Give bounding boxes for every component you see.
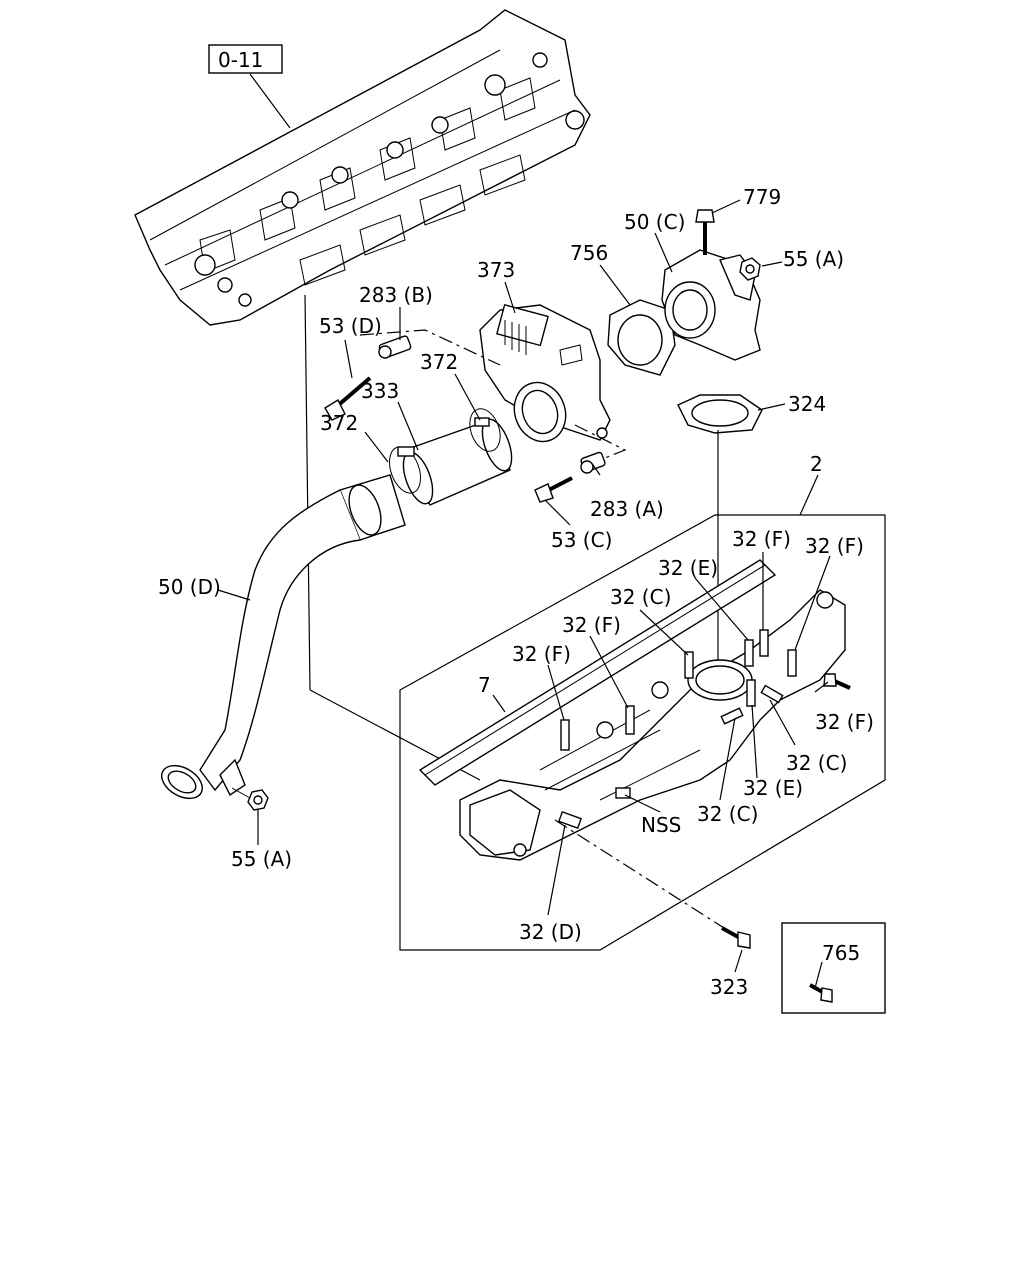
label-372-left[interactable]: 372 [320, 411, 358, 435]
nut-link [231, 787, 251, 799]
cylinder-head [134, 9, 591, 326]
assembly-boundary-2 [399, 514, 886, 951]
bolt-53d[interactable] [324, 376, 372, 421]
label-283a[interactable]: 283 (A) [590, 497, 664, 521]
label-53d[interactable]: 53 (D) [319, 314, 382, 338]
label-283b[interactable]: 283 (B) [359, 283, 433, 307]
guide-323 [554, 819, 736, 936]
clamp-372-left[interactable] [384, 443, 427, 498]
guide-283b [359, 329, 501, 366]
bolt-32e-a[interactable] [744, 639, 754, 667]
bolt-32f-e[interactable] [823, 673, 851, 690]
bolt-32d[interactable] [557, 810, 583, 830]
label-2[interactable]: 2 [810, 452, 823, 476]
bolt-32c-c[interactable] [720, 707, 744, 725]
nss-part[interactable] [615, 787, 631, 799]
label-50c[interactable]: 50 (C) [624, 210, 685, 234]
label-32e-1[interactable]: 32 (E) [658, 556, 718, 580]
label-55a-top[interactable]: 55 (A) [783, 247, 844, 271]
bolt-779[interactable] [695, 209, 715, 255]
bolt-32c-a[interactable] [684, 651, 694, 679]
svg-text:0-11: 0-11 [218, 48, 263, 72]
label-324[interactable]: 324 [788, 392, 826, 416]
reference-box-0-11[interactable]: 0-11 [208, 44, 283, 74]
label-765[interactable]: 765 [822, 941, 860, 965]
label-53c[interactable]: 53 (C) [551, 528, 612, 552]
label-32f-4[interactable]: 32 (F) [512, 642, 571, 666]
label-55a-bottom[interactable]: 55 (A) [231, 847, 292, 871]
bolt-32f-d[interactable] [787, 649, 797, 677]
guide-283a [574, 424, 627, 461]
label-779[interactable]: 779 [743, 185, 781, 209]
label-50d[interactable]: 50 (D) [158, 575, 221, 599]
hose-333[interactable] [397, 416, 517, 508]
clamp-372-top[interactable] [464, 405, 505, 456]
bolt-32f-c[interactable] [759, 629, 769, 657]
label-32e-2[interactable]: 32 (E) [743, 776, 803, 800]
label-32d[interactable]: 32 (D) [519, 920, 582, 944]
bolt-283a[interactable] [580, 451, 606, 474]
label-756[interactable]: 756 [570, 241, 608, 265]
label-32c-2[interactable]: 32 (C) [786, 751, 847, 775]
gasket-324[interactable] [677, 394, 763, 434]
label-32f-5[interactable]: 32 (F) [815, 710, 874, 734]
bolt-32e-b[interactable] [746, 679, 756, 707]
label-nss[interactable]: NSS [641, 813, 681, 837]
throttle-body[interactable] [479, 303, 611, 449]
label-333[interactable]: 333 [361, 379, 399, 403]
label-32f-3[interactable]: 32 (F) [562, 613, 621, 637]
leader-lines [217, 199, 831, 989]
label-32f-1[interactable]: 32 (F) [732, 527, 791, 551]
intake-pipe-50d[interactable] [156, 474, 406, 805]
nut-55a-bottom[interactable] [247, 789, 269, 811]
label-32f-2[interactable]: 32 (F) [805, 534, 864, 558]
label-32c-1[interactable]: 32 (C) [610, 585, 671, 609]
label-372-top[interactable]: 372 [420, 350, 458, 374]
nut-55a-top[interactable] [739, 257, 761, 281]
connector-50c[interactable] [661, 249, 761, 361]
bolt-32c-b[interactable] [760, 684, 784, 704]
label-7[interactable]: 7 [478, 673, 491, 697]
bolt-765-box[interactable] [781, 922, 886, 1014]
label-323[interactable]: 323 [710, 975, 748, 999]
bolt-53c[interactable] [534, 476, 573, 503]
label-373[interactable]: 373 [477, 258, 515, 282]
leader-0-11 [249, 73, 291, 129]
gasket-7[interactable] [418, 559, 777, 786]
head-to-manifold-line [304, 294, 311, 691]
gasket-756[interactable] [607, 299, 676, 376]
bolt-283b[interactable] [378, 335, 412, 359]
bolt-32f-a[interactable] [560, 719, 570, 751]
bolt-323[interactable] [721, 926, 751, 949]
label-32c-3[interactable]: 32 (C) [697, 802, 758, 826]
bolt-32f-b[interactable] [625, 705, 635, 735]
